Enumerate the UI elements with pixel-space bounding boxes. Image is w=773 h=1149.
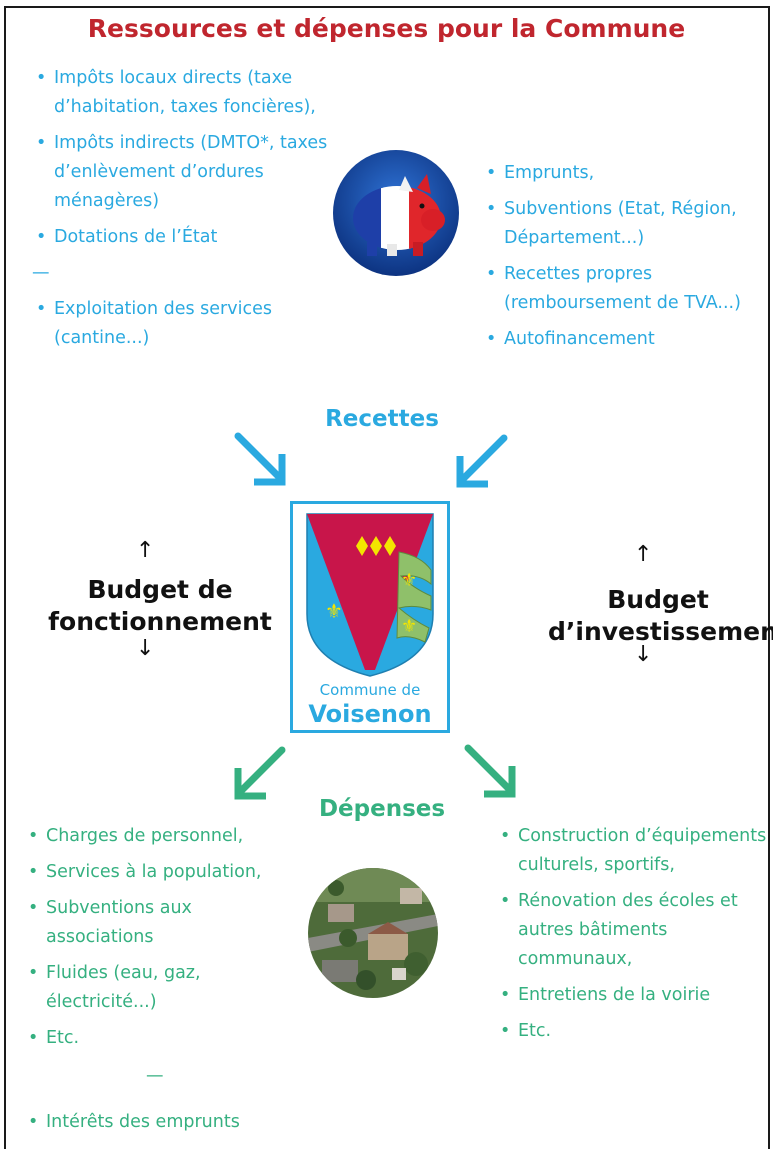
down-arrow-icon: ↓ — [136, 636, 155, 661]
depenses-header: Dépenses — [318, 796, 446, 822]
depenses-right-list: •Construction d’équipements culturels, s… — [496, 822, 770, 1053]
budget-investissement-line2: d’investissement — [548, 617, 773, 646]
list-item: •Services à la population, — [28, 862, 262, 882]
list-item: •Fluides (eau, gaz, électricité...) — [28, 963, 201, 1012]
list-item: •Rénovation des écoles et autres bâtimen… — [500, 891, 738, 969]
page-frame — [4, 6, 770, 1149]
svg-text:⚜: ⚜ — [325, 599, 343, 623]
list-separator: — — [32, 263, 50, 283]
up-arrow-icon: ↑ — [136, 538, 155, 563]
recettes-header: Recettes — [325, 406, 439, 432]
logo-commune-text: Commune de — [319, 681, 421, 699]
list-item: •Etc. — [28, 1028, 80, 1048]
page-title: Ressources et dépenses pour la Commune — [87, 14, 686, 43]
svg-text:⚜: ⚜ — [401, 570, 417, 591]
budget-investissement-label: Budget d’investissement — [548, 584, 773, 648]
list-item: •Etc. — [500, 1021, 552, 1041]
arrow-down-right-icon — [464, 744, 516, 798]
budget-fonctionnement-line1: Budget de — [87, 575, 233, 604]
list-item: •Entretiens de la voirie — [500, 985, 711, 1005]
list-separator: — — [146, 1066, 164, 1086]
recettes-right-list: •Emprunts, •Subventions (Etat, Région, D… — [482, 159, 762, 361]
list-item: •Impôts locaux directs (taxe d’habitatio… — [36, 68, 316, 117]
depenses-left-list-2: •Intérêts des emprunts — [24, 1108, 324, 1144]
list-item: •Recettes propres (remboursement de TVA.… — [486, 264, 741, 313]
arrow-left-down-icon — [234, 432, 286, 486]
depenses-left-list: •Charges de personnel, •Services à la po… — [24, 822, 304, 1060]
budget-investissement-line1: Budget — [607, 585, 709, 614]
up-arrow-icon: ↑ — [634, 542, 653, 567]
list-item: •Dotations de l’État — [36, 227, 218, 247]
commune-logo: ⚜ ⚜ ⚜ Commune de Voisenon — [290, 501, 450, 733]
coat-of-arms-icon: ⚜ ⚜ ⚜ — [306, 513, 434, 677]
list-item: •Subventions (Etat, Région, Département.… — [486, 199, 737, 248]
budget-fonctionnement-line2: fonctionnement — [48, 607, 272, 636]
down-arrow-icon: ↓ — [634, 642, 653, 667]
recettes-left-list: •Impôts locaux directs (taxe d’habitatio… — [32, 64, 332, 360]
arrow-down-left-icon — [234, 746, 286, 800]
aerial-village-image — [308, 868, 438, 998]
list-item: •Emprunts, — [486, 163, 595, 183]
svg-text:⚜: ⚜ — [401, 616, 417, 637]
budget-fonctionnement-label: Budget de fonctionnement — [40, 574, 280, 638]
list-item: •Impôts indirects (DMTO*, taxes d’enlève… — [36, 133, 328, 211]
list-item: •Charges de personnel, — [28, 826, 244, 846]
list-item: •Autofinancement — [486, 329, 655, 349]
list-item: •Construction d’équipements culturels, s… — [500, 826, 767, 875]
list-item: •Exploitation des services (cantine...) — [36, 299, 272, 348]
piggy-bank-image — [333, 150, 459, 276]
arrow-right-down-icon — [456, 434, 508, 488]
logo-name-text: Voisenon — [308, 700, 432, 728]
list-item: •Intérêts des emprunts — [28, 1112, 240, 1132]
list-item: •Subventions aux associations — [28, 898, 192, 947]
